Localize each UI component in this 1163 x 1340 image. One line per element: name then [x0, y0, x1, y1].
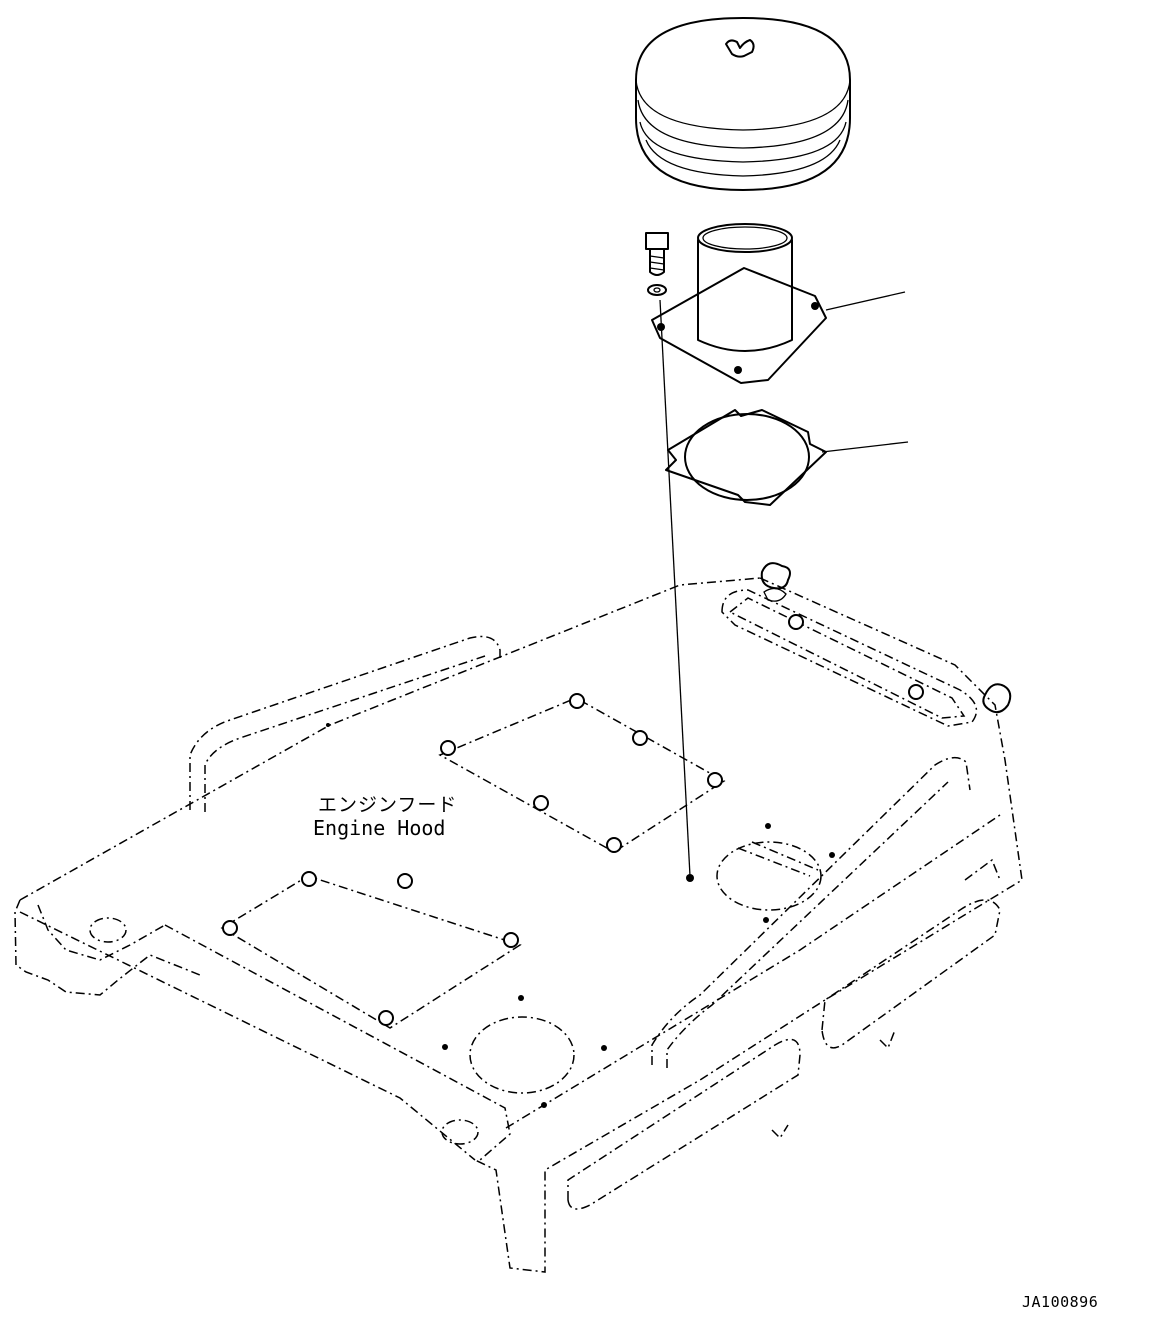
bolt — [645, 232, 669, 276]
engine-hood-label-jp: エンジンフード — [318, 794, 458, 816]
gasket — [665, 409, 909, 506]
drawing-code: JA100896 — [1022, 1293, 1099, 1311]
bolt-centerline — [659, 299, 691, 877]
washer — [647, 284, 667, 296]
air-cleaner-cap — [635, 17, 851, 191]
air-intake-pipe — [651, 223, 906, 384]
engine-hood — [14, 562, 1023, 1273]
engine-hood-label-en: Engine Hood — [313, 816, 446, 840]
